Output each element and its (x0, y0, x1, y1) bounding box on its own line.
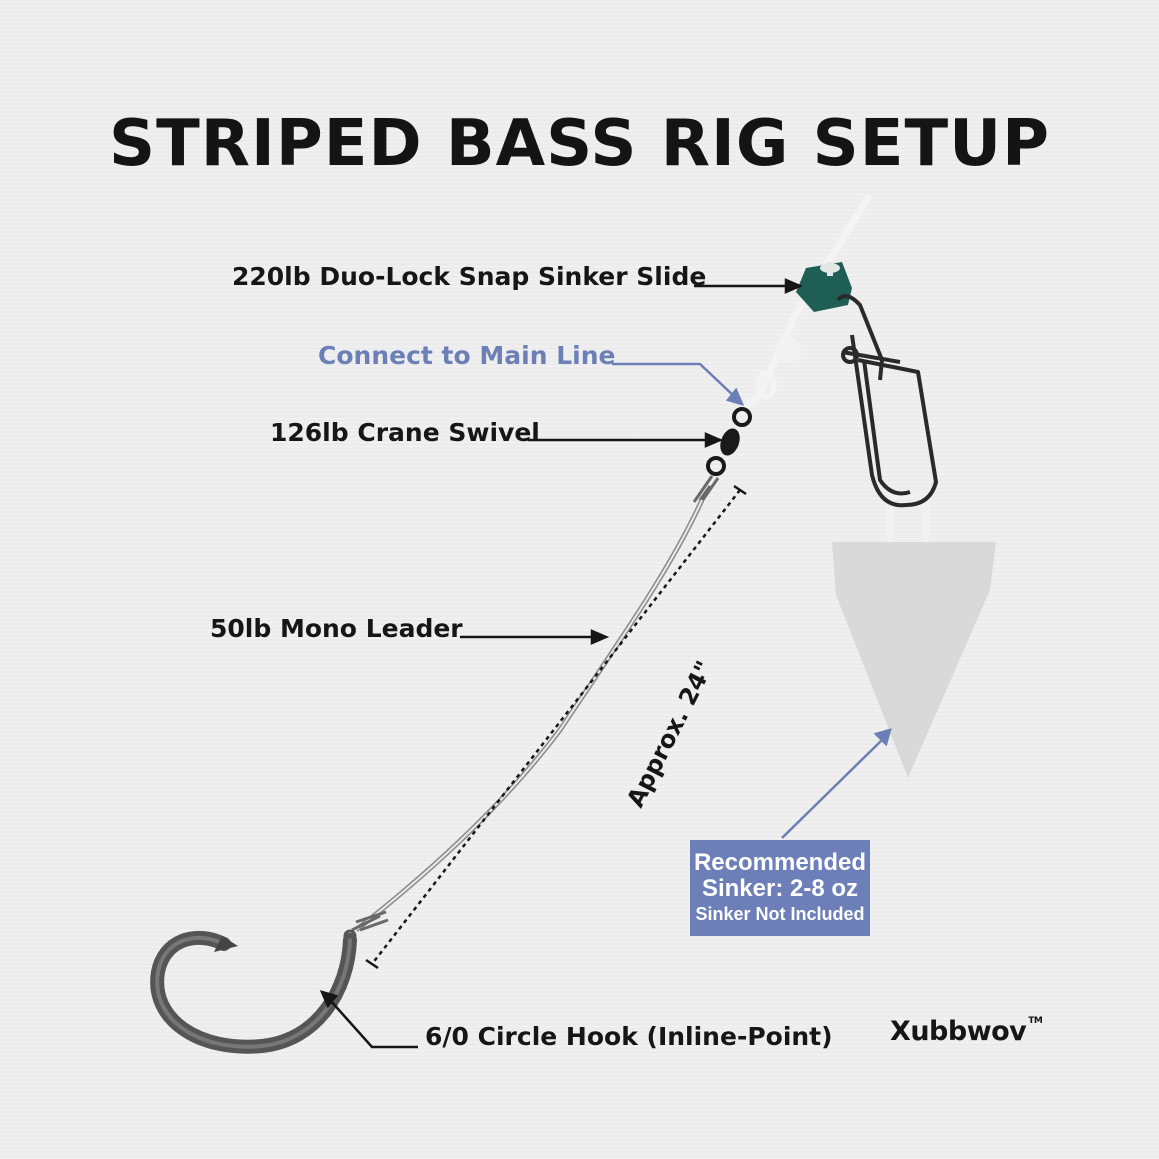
sinker-slide-label: 220lb Duo-Lock Snap Sinker Slide (232, 262, 707, 291)
crane-swivel-icon (706, 407, 752, 476)
sinker-note-line3: Sinker Not Included (695, 904, 865, 924)
pointer-arrows-blue (612, 362, 892, 839)
sinker-note-line1: Recommended (693, 849, 867, 876)
leader-knot-top-icon (692, 475, 720, 505)
sinker-note-box: Recommended Sinker: 2-8 oz Sinker Not In… (690, 840, 870, 936)
trademark-mark: TM (1028, 1016, 1043, 1026)
bead-icon (775, 337, 801, 363)
duo-lock-snap-icon (836, 294, 938, 508)
line-loop-icon (755, 370, 777, 400)
leader-knot-bottom-icon (351, 910, 389, 932)
swivel-label: 126lb Crane Swivel (270, 418, 540, 447)
hook-label: 6/0 Circle Hook (Inline-Point) (425, 1022, 833, 1051)
leader-label: 50lb Mono Leader (210, 614, 463, 643)
sinker-note-line2: Sinker: 2-8 oz (701, 875, 859, 902)
page-title: STRIPED BASS RIG SETUP (108, 107, 1051, 181)
sinker-icon (832, 491, 996, 778)
pointer-arrows (319, 278, 804, 1049)
brand-name: Xubbwov (890, 1016, 1027, 1047)
leader-line (354, 498, 705, 932)
measurement-line (365, 484, 747, 970)
main-line-label: Connect to Main Line (318, 341, 616, 370)
